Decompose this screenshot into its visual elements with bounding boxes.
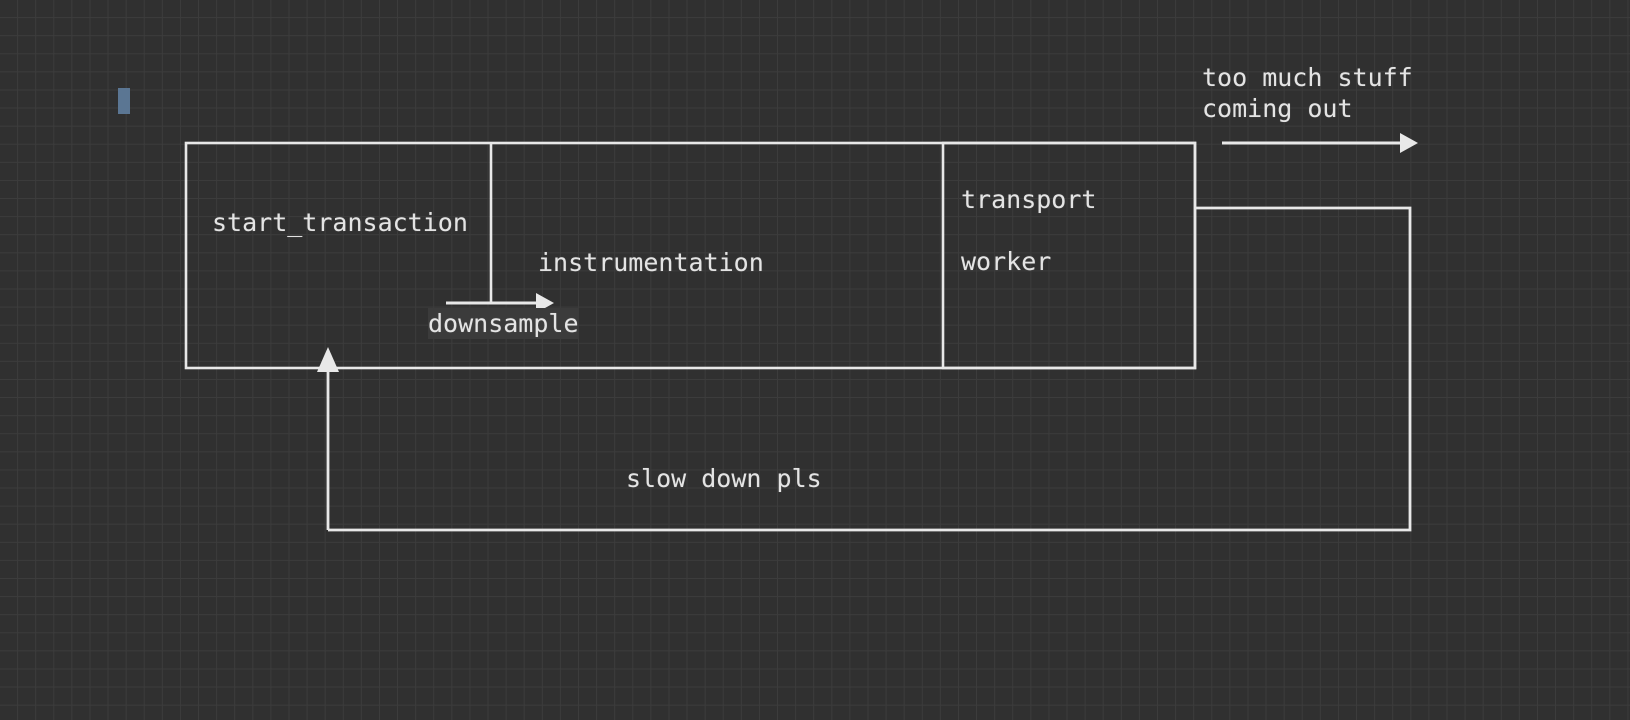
transport-worker-box[interactable] bbox=[941, 141, 1197, 370]
feedback-loop-path bbox=[328, 206, 1412, 532]
instrumentation-label: instrumentation bbox=[538, 248, 764, 277]
worker-label: worker bbox=[961, 247, 1052, 276]
start-transaction-label: start_transaction bbox=[212, 208, 468, 237]
downsample-label: downsample bbox=[428, 308, 579, 339]
too-much-stuff-line1-label: too much stuff bbox=[1202, 63, 1413, 92]
output-arrow-head bbox=[1400, 133, 1418, 153]
too-much-stuff-line2-label: coming out bbox=[1202, 94, 1353, 123]
slow-down-pls-label: slow down pls bbox=[626, 464, 822, 493]
feedback-arrow-head bbox=[317, 347, 339, 372]
transport-label: transport bbox=[961, 185, 1097, 214]
cursor-marker bbox=[118, 88, 130, 114]
